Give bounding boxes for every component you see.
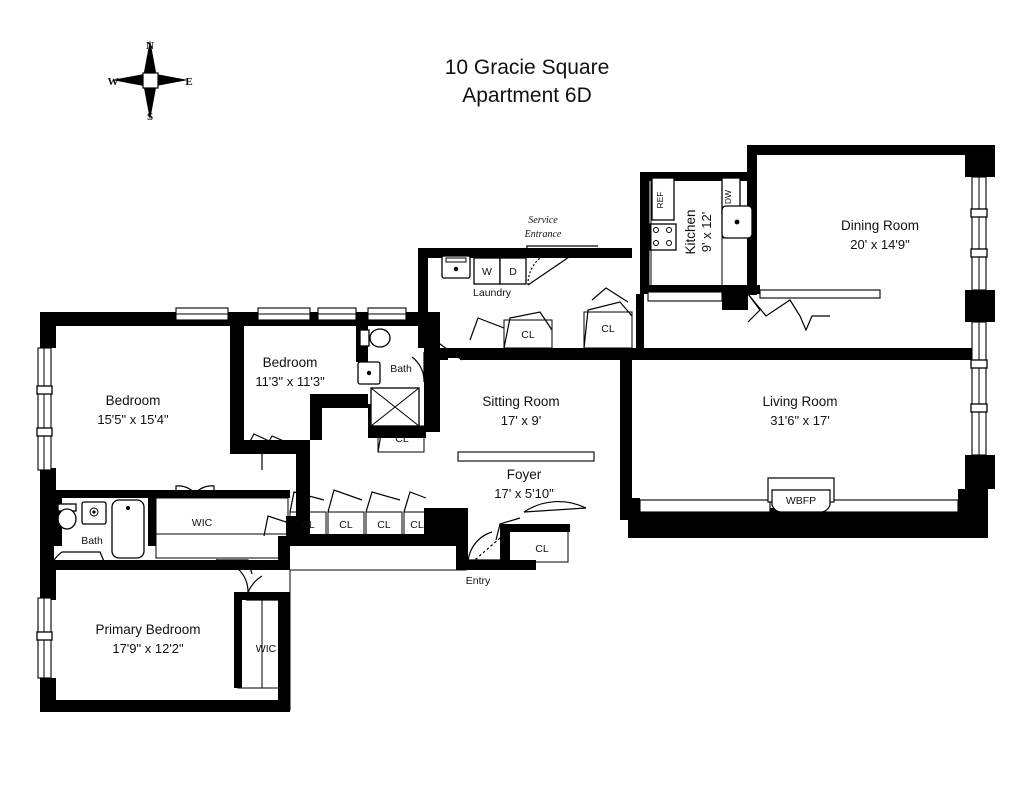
closet-label: CL (377, 519, 391, 531)
closet-cl-entry: CL (495, 517, 570, 564)
window-bedroom-north-3 (317, 307, 357, 321)
window-living-south (639, 499, 959, 513)
laundry-area: W D Laundry Service Entrance (441, 215, 598, 299)
dishwasher-label: DW (723, 190, 733, 204)
room-dim-kitchen: 9' x 12' (699, 212, 714, 252)
room-dim-foyer: 17' x 5'10" (494, 486, 554, 501)
fireplace: WBFP (767, 477, 835, 513)
secondary-bath-label: Bath (390, 363, 412, 375)
closet-label: CL (395, 433, 409, 445)
entry-label: Entry (466, 575, 491, 587)
room-name-bedroom-1: Bedroom (106, 393, 161, 408)
laundry-label: Laundry (473, 287, 512, 299)
closet-cl-sitting-left: CL (503, 311, 553, 349)
closet-label: CL (601, 323, 615, 335)
room-labels: Bedroom 15'5" x 15'4" Bedroom 11'3" x 11… (95, 218, 919, 656)
dryer-icon (499, 257, 527, 285)
room-name-kitchen: Kitchen (683, 209, 698, 254)
window-living-east (970, 321, 988, 456)
dryer-label: D (509, 266, 517, 278)
room-name-dining-room: Dining Room (841, 218, 919, 233)
window-primary-west (36, 597, 53, 679)
room-name-living-room: Living Room (762, 394, 837, 409)
compass-rose: N S E W (108, 40, 193, 123)
windows (36, 176, 988, 679)
window-bedroom-north-2 (257, 307, 311, 321)
wic-upper-label: WIC (192, 517, 213, 529)
window-bedroom-north-1 (175, 307, 229, 321)
washer-label: W (482, 266, 492, 278)
closet-cl-hall-upper: CL (377, 425, 425, 453)
toilet-tank-icon (359, 329, 370, 347)
room-dim-sitting-room: 17' x 9' (501, 413, 541, 428)
plan-title-line-2: Apartment 6D (462, 84, 592, 107)
primary-bathroom: Bath (49, 499, 145, 571)
room-name-foyer: Foyer (507, 467, 542, 482)
service-entrance-label-line2: Entrance (524, 229, 562, 240)
window-bedroom-west (36, 347, 53, 471)
room-name-primary-bedroom: Primary Bedroom (95, 622, 200, 637)
closet-cl-row-2: CL (327, 489, 365, 537)
closet-cl-row-1: CL (289, 491, 327, 537)
room-dim-bedroom-2: 11'3" x 11'3" (255, 374, 325, 389)
entry-door: Entry (466, 531, 501, 587)
compass-south-label: S (147, 111, 153, 123)
window-dining-north (759, 289, 881, 299)
closet-label: CL (339, 519, 353, 531)
foyer-opening (457, 451, 595, 462)
fireplace-label: WBFP (786, 495, 816, 507)
primary-toilet-bowl-icon (57, 508, 77, 530)
window-bedroom-north-4 (367, 307, 407, 321)
window-kitchen-corridor (647, 291, 723, 302)
room-dim-bedroom-1: 15'5" x 15'4" (97, 412, 169, 427)
room-dim-living-room: 31'6" x 17' (770, 413, 829, 428)
closet-cl-sitting-right: CL (583, 301, 633, 349)
bathtub-icon (111, 499, 145, 559)
compass-east-label: E (185, 76, 192, 88)
closet-row: CL CL CL CL (289, 489, 435, 537)
compass-west-label: W (108, 76, 119, 88)
refrigerator-label: REF (655, 192, 665, 209)
kitchen-fixtures: REF DW Kitchen 9' x 12' (648, 177, 753, 291)
secondary-bathroom: Bath (357, 328, 425, 427)
closet-cl-row-4: CL (403, 491, 435, 537)
interior-doors (215, 287, 830, 593)
room-dim-primary-bedroom: 17'9" x 12'2" (112, 641, 184, 656)
closet-label: CL (410, 519, 424, 531)
room-name-sitting-room: Sitting Room (482, 394, 559, 409)
walk-in-closet-lower: WIC (234, 575, 286, 689)
primary-bath-label: Bath (81, 535, 103, 547)
plan-title-line-1: 10 Gracie Square (445, 56, 610, 79)
washer-icon (473, 257, 501, 285)
closet-cl-row-3: CL (365, 491, 403, 537)
window-dining-east (970, 176, 988, 291)
service-entrance-label-line1: Service (528, 215, 558, 226)
room-name-bedroom-2: Bedroom (263, 355, 318, 370)
room-dim-dining-room: 20' x 14'9" (850, 237, 910, 252)
closet-label: CL (535, 543, 549, 555)
closet-label: CL (521, 329, 535, 341)
toilet-bowl-icon (369, 328, 391, 348)
walk-in-closet-upper: WIC (155, 485, 289, 559)
compass-north-label: N (146, 40, 154, 52)
wic-lower-label: WIC (256, 643, 277, 655)
closet-label: CL (301, 519, 315, 531)
